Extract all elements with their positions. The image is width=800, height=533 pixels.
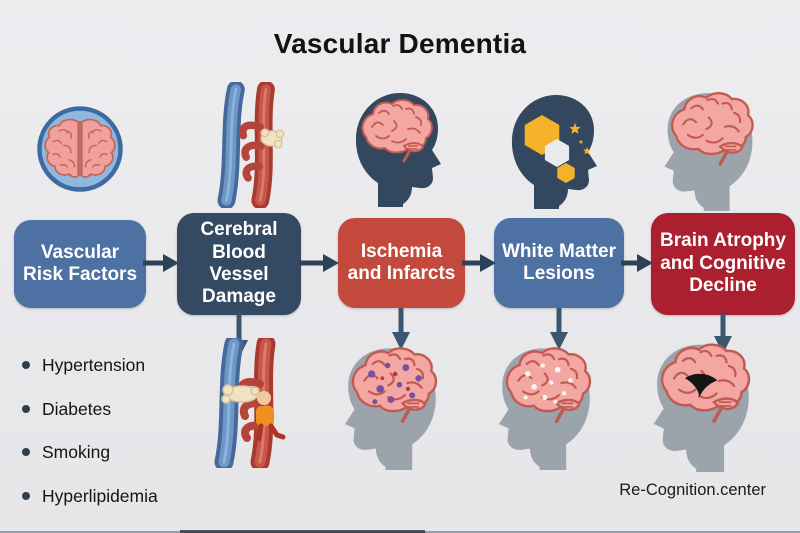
brain-infarcts-icon: [338, 342, 448, 470]
arrow-right-icon: [299, 251, 340, 275]
list-item: Smoking: [18, 437, 218, 467]
bottom-edge-line-dark: [180, 530, 425, 533]
arrow-right-icon: [143, 251, 180, 275]
bullet-icon: [22, 361, 30, 369]
bullet-icon: [22, 491, 30, 500]
gray-head-brain-icon: [658, 87, 764, 211]
bullet-icon: [22, 404, 30, 413]
arrow-right-icon: [462, 251, 497, 275]
arrow-down-icon: [712, 314, 734, 356]
brain-lesions-icon: [492, 342, 602, 470]
risk-factor-list: Hypertension Diabetes Smoking Hyperlipid…: [18, 350, 218, 524]
list-item: Diabetes: [18, 394, 218, 424]
stage-box-brain-atrophy: Brain Atrophy and Cognitive Decline: [651, 213, 795, 315]
brain-atrophy-icon: [646, 338, 762, 472]
stage-box-vascular-risk-factors: Vascular Risk Factors: [14, 220, 146, 308]
brand-text: Re-Cognition.center: [619, 481, 766, 499]
list-item: Hypertension: [18, 350, 218, 380]
blood-vessels-icon: [202, 82, 296, 208]
stage-box-cerebral-blood-vessel-damage: Cerebral Blood Vessel Damage: [177, 213, 301, 315]
brain-top-view-icon: [35, 104, 125, 194]
page-title: Vascular Dementia: [273, 28, 527, 59]
stage-box-ischemia-and-infarcts: Ischemia and Infarcts: [338, 218, 465, 308]
head-with-brain-icon: [346, 87, 446, 207]
arrow-down-icon: [390, 308, 412, 352]
head-with-hexagons-icon: [502, 89, 602, 209]
list-item: Hyperlipidemia: [18, 481, 218, 511]
vessel-blockage-icon: [198, 338, 298, 468]
arrow-down-icon: [548, 308, 570, 352]
worker-figure: [256, 391, 286, 442]
bullet-icon: [22, 448, 30, 457]
stage-box-white-matter-lesions: White Matter Lesions: [494, 218, 624, 308]
arrow-right-icon: [621, 251, 654, 275]
